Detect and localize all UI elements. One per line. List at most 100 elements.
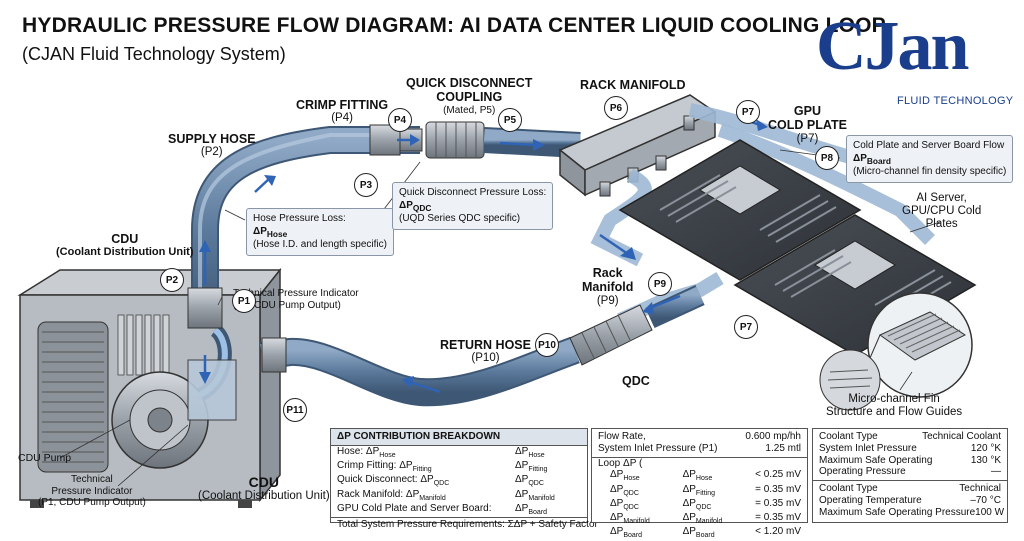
qdc-label: QDC xyxy=(622,374,650,388)
loop-b-text: ΔP xyxy=(682,483,696,495)
tech-pi2-line-3: (P1, CDU Pump Output) xyxy=(38,497,146,508)
loop-a-text: ΔP xyxy=(610,483,624,495)
microfin-label: Micro-channel Fin Structure and Flow Gui… xyxy=(826,393,962,419)
cdu-title: CDU xyxy=(111,232,139,246)
tech-pi2-line-1: Technical xyxy=(71,474,113,485)
dp-row-right-sub: Fitting xyxy=(528,466,548,474)
dp-row-right-sub: Board xyxy=(528,508,548,516)
supply-hose-label: SUPPLY HOSE (P2) xyxy=(168,132,256,160)
brand-logo: CJan xyxy=(816,8,969,85)
dp-breakdown-row-label: Crimp Fitting: ΔPFitting xyxy=(337,460,432,474)
crimp-fitting-title: CRIMP FITTING xyxy=(296,98,389,112)
pressure-badge-p9: P9 xyxy=(648,272,672,296)
gpu-cold-plate-title-2: COLD PLATE xyxy=(768,118,847,133)
loop-b-sub: Manifold xyxy=(695,518,723,526)
loop-b-sub: QDC xyxy=(695,503,712,511)
loop-b-text: ΔP xyxy=(682,512,696,524)
ai-server-label: AI Server, GPU/CPU Cold Plates xyxy=(902,192,981,232)
pressure-badge-p7: P7 xyxy=(734,315,758,339)
dp-row-right-sub: QDC xyxy=(528,480,544,488)
return-qdc-fitting xyxy=(569,285,705,366)
pressure-badge-p4: P4 xyxy=(388,108,412,132)
qdc-callout-line-3: (UQD Series QDC specific) xyxy=(399,212,521,224)
page-title: HYDRAULIC PRESSURE FLOW DIAGRAM: AI DATA… xyxy=(22,14,886,37)
dp-breakdown-row-value: ΔPFitting xyxy=(515,460,581,474)
dp-breakdown-row-value: ΔPManifold xyxy=(515,489,581,503)
dp-breakdown-row-value: ΔPQDC xyxy=(515,474,581,488)
microfin-line-1: Micro-channel Fin xyxy=(848,393,940,405)
cdu-cabinet xyxy=(17,267,282,508)
coldplate-callout-delta-sub: Board xyxy=(866,155,891,166)
dp-breakdown-total: Total System Pressure Requirements: ΣΔP … xyxy=(331,517,598,531)
rack-manifold-return-title-1: Rack xyxy=(592,266,623,280)
flow-row-value: 1.25 mtl xyxy=(765,442,801,454)
diagram-canvas: HYDRAULIC PRESSURE FLOW DIAGRAM: AI DATA… xyxy=(17,8,1014,539)
loop-b-sub: Hose xyxy=(695,475,713,483)
spec-row-value: — xyxy=(991,466,1001,478)
spec-row-value: 120 °K xyxy=(970,442,1001,454)
dp-row-right: ΔP xyxy=(515,502,529,514)
loop-a-sub: Hose xyxy=(623,475,640,483)
pressure-badge-p11: P11 xyxy=(283,398,307,422)
dp-breakdown-row-value: ΔPBoard xyxy=(515,503,581,517)
hose-callout-line-1: Hose Pressure Loss: xyxy=(253,213,346,224)
spec-row: Operating Temperature–70 °C xyxy=(813,495,1007,507)
microfin-line-2: Structure and Flow Guides xyxy=(826,406,963,419)
crimp-fitting-subtitle: (P4) xyxy=(331,112,353,125)
spec-row: Operating Pressure — xyxy=(813,466,1007,478)
rack-manifold-return-subtitle: (P9) xyxy=(596,294,619,307)
supply-hose-title: SUPPLY HOSE xyxy=(168,132,256,146)
pressure-badge-p3: P3 xyxy=(354,173,378,197)
pressure-badge-p6: P6 xyxy=(604,96,628,120)
dp-row-right: ΔP xyxy=(515,460,529,472)
spec-row-label: Operating Temperature xyxy=(819,494,922,506)
spec-row-value: 100 W xyxy=(975,506,1005,518)
dp-row-right-sub: Hose xyxy=(528,451,545,459)
loop-row-b: ΔPBoard xyxy=(683,526,745,540)
loop-row-value: = 0.35 mV xyxy=(755,512,801,524)
loop-row-a: ΔPHose xyxy=(610,469,672,483)
dp-row-left: GPU Cold Plate and Server Board: xyxy=(337,502,492,514)
crimp-fitting-label: CRIMP FITTING (P4) xyxy=(296,98,388,126)
loop-b-text: ΔP xyxy=(682,526,696,538)
pressure-badge-p8: P8 xyxy=(815,146,839,170)
cdu-subtitle: (Coolant Distribution Unit) xyxy=(56,246,194,259)
cdu-bottom-title: CDU xyxy=(248,474,279,490)
loop-a-text: ΔP xyxy=(610,469,624,481)
flow-row-label: Flow Rate, xyxy=(598,431,646,442)
spec-row-value: Technical xyxy=(959,483,1001,495)
qdc-loss-callout: Quick Disconnect Pressure Loss: ΔPQDC (U… xyxy=(392,182,554,231)
dp-row-left-sub: Manifold xyxy=(419,494,446,502)
loop-title: Loop ΔP ( xyxy=(598,457,643,469)
loop-row-b: ΔPManifold xyxy=(683,512,745,526)
loop-a-sub: QDC xyxy=(623,503,639,511)
spec-row-label: Maximum Safe Operating xyxy=(819,454,933,466)
spec-row-value: 130 °K xyxy=(970,454,1001,466)
spec-row-label: Maximum Safe Operating Pressure xyxy=(819,506,976,518)
tech-pressure-indicator-label-2: Technical Pressure Indicator (P1, CDU Pu… xyxy=(38,474,146,509)
dp-breakdown-row-label: Rack Manifold: ΔPManifold xyxy=(337,489,446,503)
pressure-badge-p7: P7 xyxy=(736,100,760,124)
dp-breakdown-row-label: Hose: ΔPHose xyxy=(337,446,396,460)
qdc-coupling-label: QUICK DISCONNECT COUPLING (Mated, P5) xyxy=(406,76,532,117)
coldplate-callout-line-3: (Micro-channel fin density specific) xyxy=(853,165,1007,177)
spec-row-label: Operating Pressure xyxy=(819,466,906,478)
hose-callout-line-3: (Hose I.D. and length specific) xyxy=(253,238,387,250)
ai-server-line-1: AI Server, xyxy=(916,192,967,204)
dp-breakdown-header: ΔP CONTRIBUTION BREAKDOWN xyxy=(331,429,587,446)
dp-row-left-sub: Hose xyxy=(379,451,396,459)
loop-a-sub: Manifold xyxy=(623,518,650,526)
gpu-cold-plate-title-1: GPU xyxy=(793,104,822,118)
spec-row: Maximum Safe Operating 130 °K xyxy=(813,455,1007,467)
qdc-coupling-title-1: QUICK DISCONNECT xyxy=(406,76,533,90)
flow-row-value: 0.600 mp/hh xyxy=(745,431,801,442)
